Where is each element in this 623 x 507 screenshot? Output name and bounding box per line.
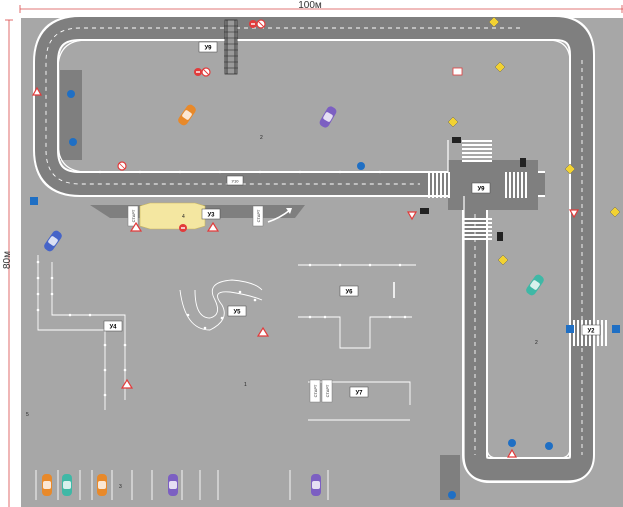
svg-text:У7: У7	[355, 391, 363, 397]
priority-road-sign-icon	[497, 254, 509, 266]
info-sign-icon	[69, 138, 77, 146]
zone-label-u9-mid: У9	[471, 182, 491, 194]
car-icon	[319, 106, 337, 128]
info-sign-icon	[448, 491, 456, 499]
zone-label-u4: У4	[103, 320, 123, 332]
car-icon	[168, 474, 178, 496]
traffic-light-icon	[420, 208, 429, 214]
info-sign-icon	[67, 90, 75, 98]
zone-label-u5: У5	[227, 305, 247, 317]
area-number-2a: 2	[260, 135, 263, 141]
lane-markings	[45, 27, 583, 455]
crosswalk-west	[428, 172, 450, 198]
yield-sign-icon	[568, 209, 580, 219]
crosswalk-east	[505, 172, 527, 198]
area-number-3: 3	[119, 484, 122, 490]
area-number-5: 5	[26, 412, 29, 418]
svg-text:У9: У9	[204, 46, 212, 52]
warning-triangle-sign-icon	[129, 221, 143, 232]
info-sign-icon	[566, 325, 574, 333]
no-entry-sign-icon	[249, 20, 257, 28]
zone-label-u2: У2	[581, 324, 601, 336]
svg-text:У9: У9	[477, 187, 485, 193]
no-stopping-sign-icon	[117, 161, 127, 171]
car-icon	[42, 474, 52, 496]
yield-sign-icon	[406, 211, 418, 221]
traffic-light-icon	[520, 158, 526, 167]
exercise-cones	[36, 170, 407, 397]
no-entry-sign-icon	[179, 224, 187, 232]
area-number-2b: 2	[535, 340, 538, 346]
info-sign-icon	[508, 439, 516, 447]
ramp-bridge: СТАРТ СТАРТ	[127, 202, 292, 230]
exercise-markings	[37, 255, 416, 421]
crosswalk-north	[462, 140, 492, 162]
traffic-light-icon	[452, 137, 461, 143]
width-dimension-label: 100м	[298, 0, 322, 11]
crosswalk-south	[462, 218, 492, 240]
info-sign-icon	[545, 442, 553, 450]
start-label-4: СТАРТ	[325, 384, 330, 397]
car-icon	[178, 104, 196, 126]
stop-sign-icon	[201, 67, 211, 77]
warning-triangle-sign-icon	[31, 86, 43, 96]
vehicles	[42, 104, 544, 496]
svg-text:У2: У2	[587, 329, 595, 335]
stop-sign-icon	[256, 19, 266, 29]
zone-label-u7: У7	[349, 386, 369, 398]
car-icon	[526, 274, 544, 296]
zone-labels: У9 У9 У3 У4 У5 У6 У7 У2 У10	[103, 41, 601, 398]
height-dimension-label: 80м	[2, 251, 13, 269]
svg-text:У3: У3	[207, 213, 215, 219]
area-numbers: 2 2 1 3 4 5	[26, 135, 538, 490]
warning-triangle-sign-icon	[256, 326, 270, 337]
info-sign-icon	[357, 162, 365, 170]
road-signs	[30, 16, 621, 499]
svg-text:У4: У4	[109, 325, 117, 331]
svg-text:У10: У10	[232, 179, 240, 184]
area-number-1: 1	[244, 382, 247, 388]
railway-crossing	[224, 19, 238, 75]
zone-label-u10: У10	[226, 175, 244, 186]
car-icon	[311, 474, 321, 496]
asphalt-field	[21, 18, 623, 507]
start-area-u7: СТАРТ СТАРТ	[309, 379, 333, 403]
zone-label-u3: У3	[201, 208, 221, 220]
start-label-3: СТАРТ	[313, 384, 318, 397]
car-icon	[62, 474, 72, 496]
area-number-4: 4	[182, 214, 185, 220]
zone-label-u9-top: У9	[198, 41, 218, 53]
parking-lot	[35, 470, 329, 500]
priority-road-sign-icon	[488, 16, 500, 28]
traffic-light-icon	[497, 232, 503, 241]
warning-triangle-sign-icon	[206, 221, 220, 232]
car-icon	[97, 474, 107, 496]
no-entry-sign-icon	[194, 68, 202, 76]
warning-triangle-sign-icon	[120, 378, 134, 389]
info-sign-icon	[30, 197, 38, 205]
zone-label-u6: У6	[339, 285, 359, 297]
svg-text:У6: У6	[345, 290, 353, 296]
car-icon	[44, 230, 62, 252]
start-label-1: СТАРТ	[131, 209, 136, 222]
priority-road-sign-icon	[494, 61, 506, 73]
priority-road-sign-icon	[564, 163, 576, 175]
direction-sign-icon	[452, 67, 463, 76]
svg-text:У5: У5	[233, 310, 241, 316]
priority-road-sign-icon	[447, 116, 459, 128]
info-sign-icon	[612, 325, 620, 333]
start-label-2: СТАРТ	[256, 209, 261, 222]
warning-triangle-sign-icon	[506, 448, 518, 458]
priority-road-sign-icon	[609, 206, 621, 218]
